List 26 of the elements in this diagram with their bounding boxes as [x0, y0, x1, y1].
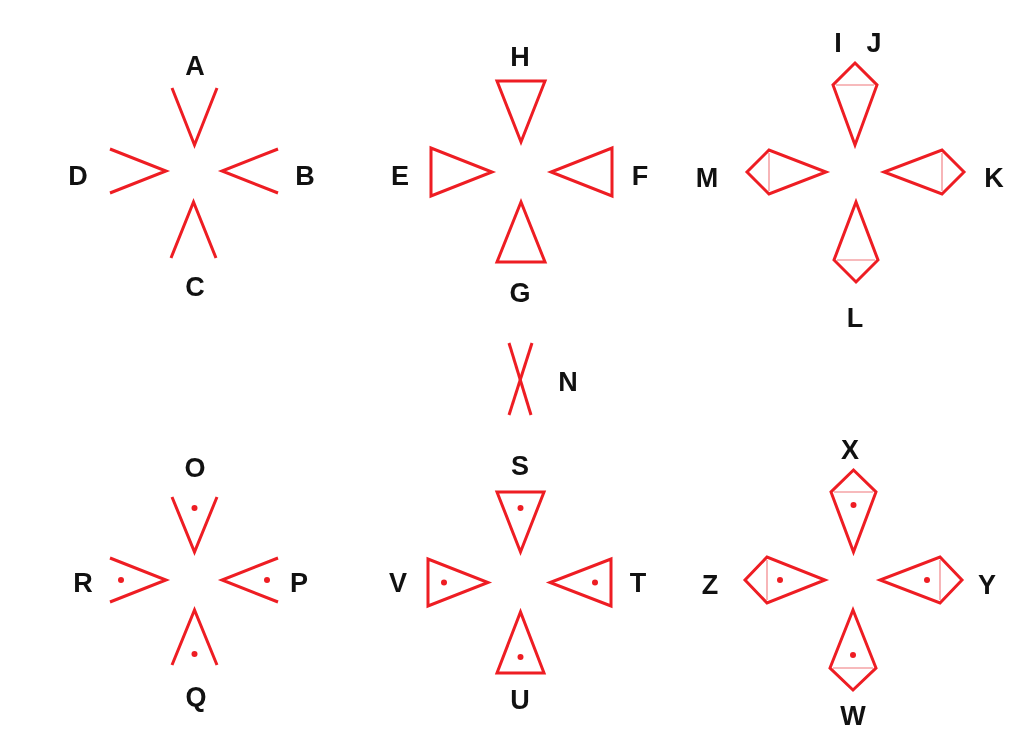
letter-label: F	[631, 162, 649, 190]
letter-label: W	[840, 702, 866, 730]
letter-label: A	[185, 52, 205, 80]
letter-label: E	[391, 162, 409, 190]
letter-label: I	[834, 29, 842, 57]
letter-label: G	[509, 279, 531, 307]
letter-label: J	[866, 29, 882, 57]
letter-label: C	[185, 273, 205, 301]
letter-label: V	[389, 569, 407, 597]
letter-label: P	[290, 569, 308, 597]
letter-label: L	[846, 304, 864, 332]
letter-label: Y	[978, 571, 996, 599]
letter-label: M	[695, 164, 719, 192]
letter-label: K	[984, 164, 1004, 192]
letter-label: T	[629, 569, 647, 597]
letter-label: Z	[701, 571, 719, 599]
letter-label: R	[73, 569, 93, 597]
letter-label: Q	[185, 683, 207, 711]
letter-label: O	[184, 454, 206, 482]
letter-label: U	[510, 686, 530, 714]
letter-label: D	[68, 162, 88, 190]
letter-label: H	[510, 43, 530, 71]
letter-label: N	[558, 368, 578, 396]
letter-label: S	[511, 452, 529, 480]
letter-label: B	[295, 162, 315, 190]
letter-label: X	[841, 436, 859, 464]
